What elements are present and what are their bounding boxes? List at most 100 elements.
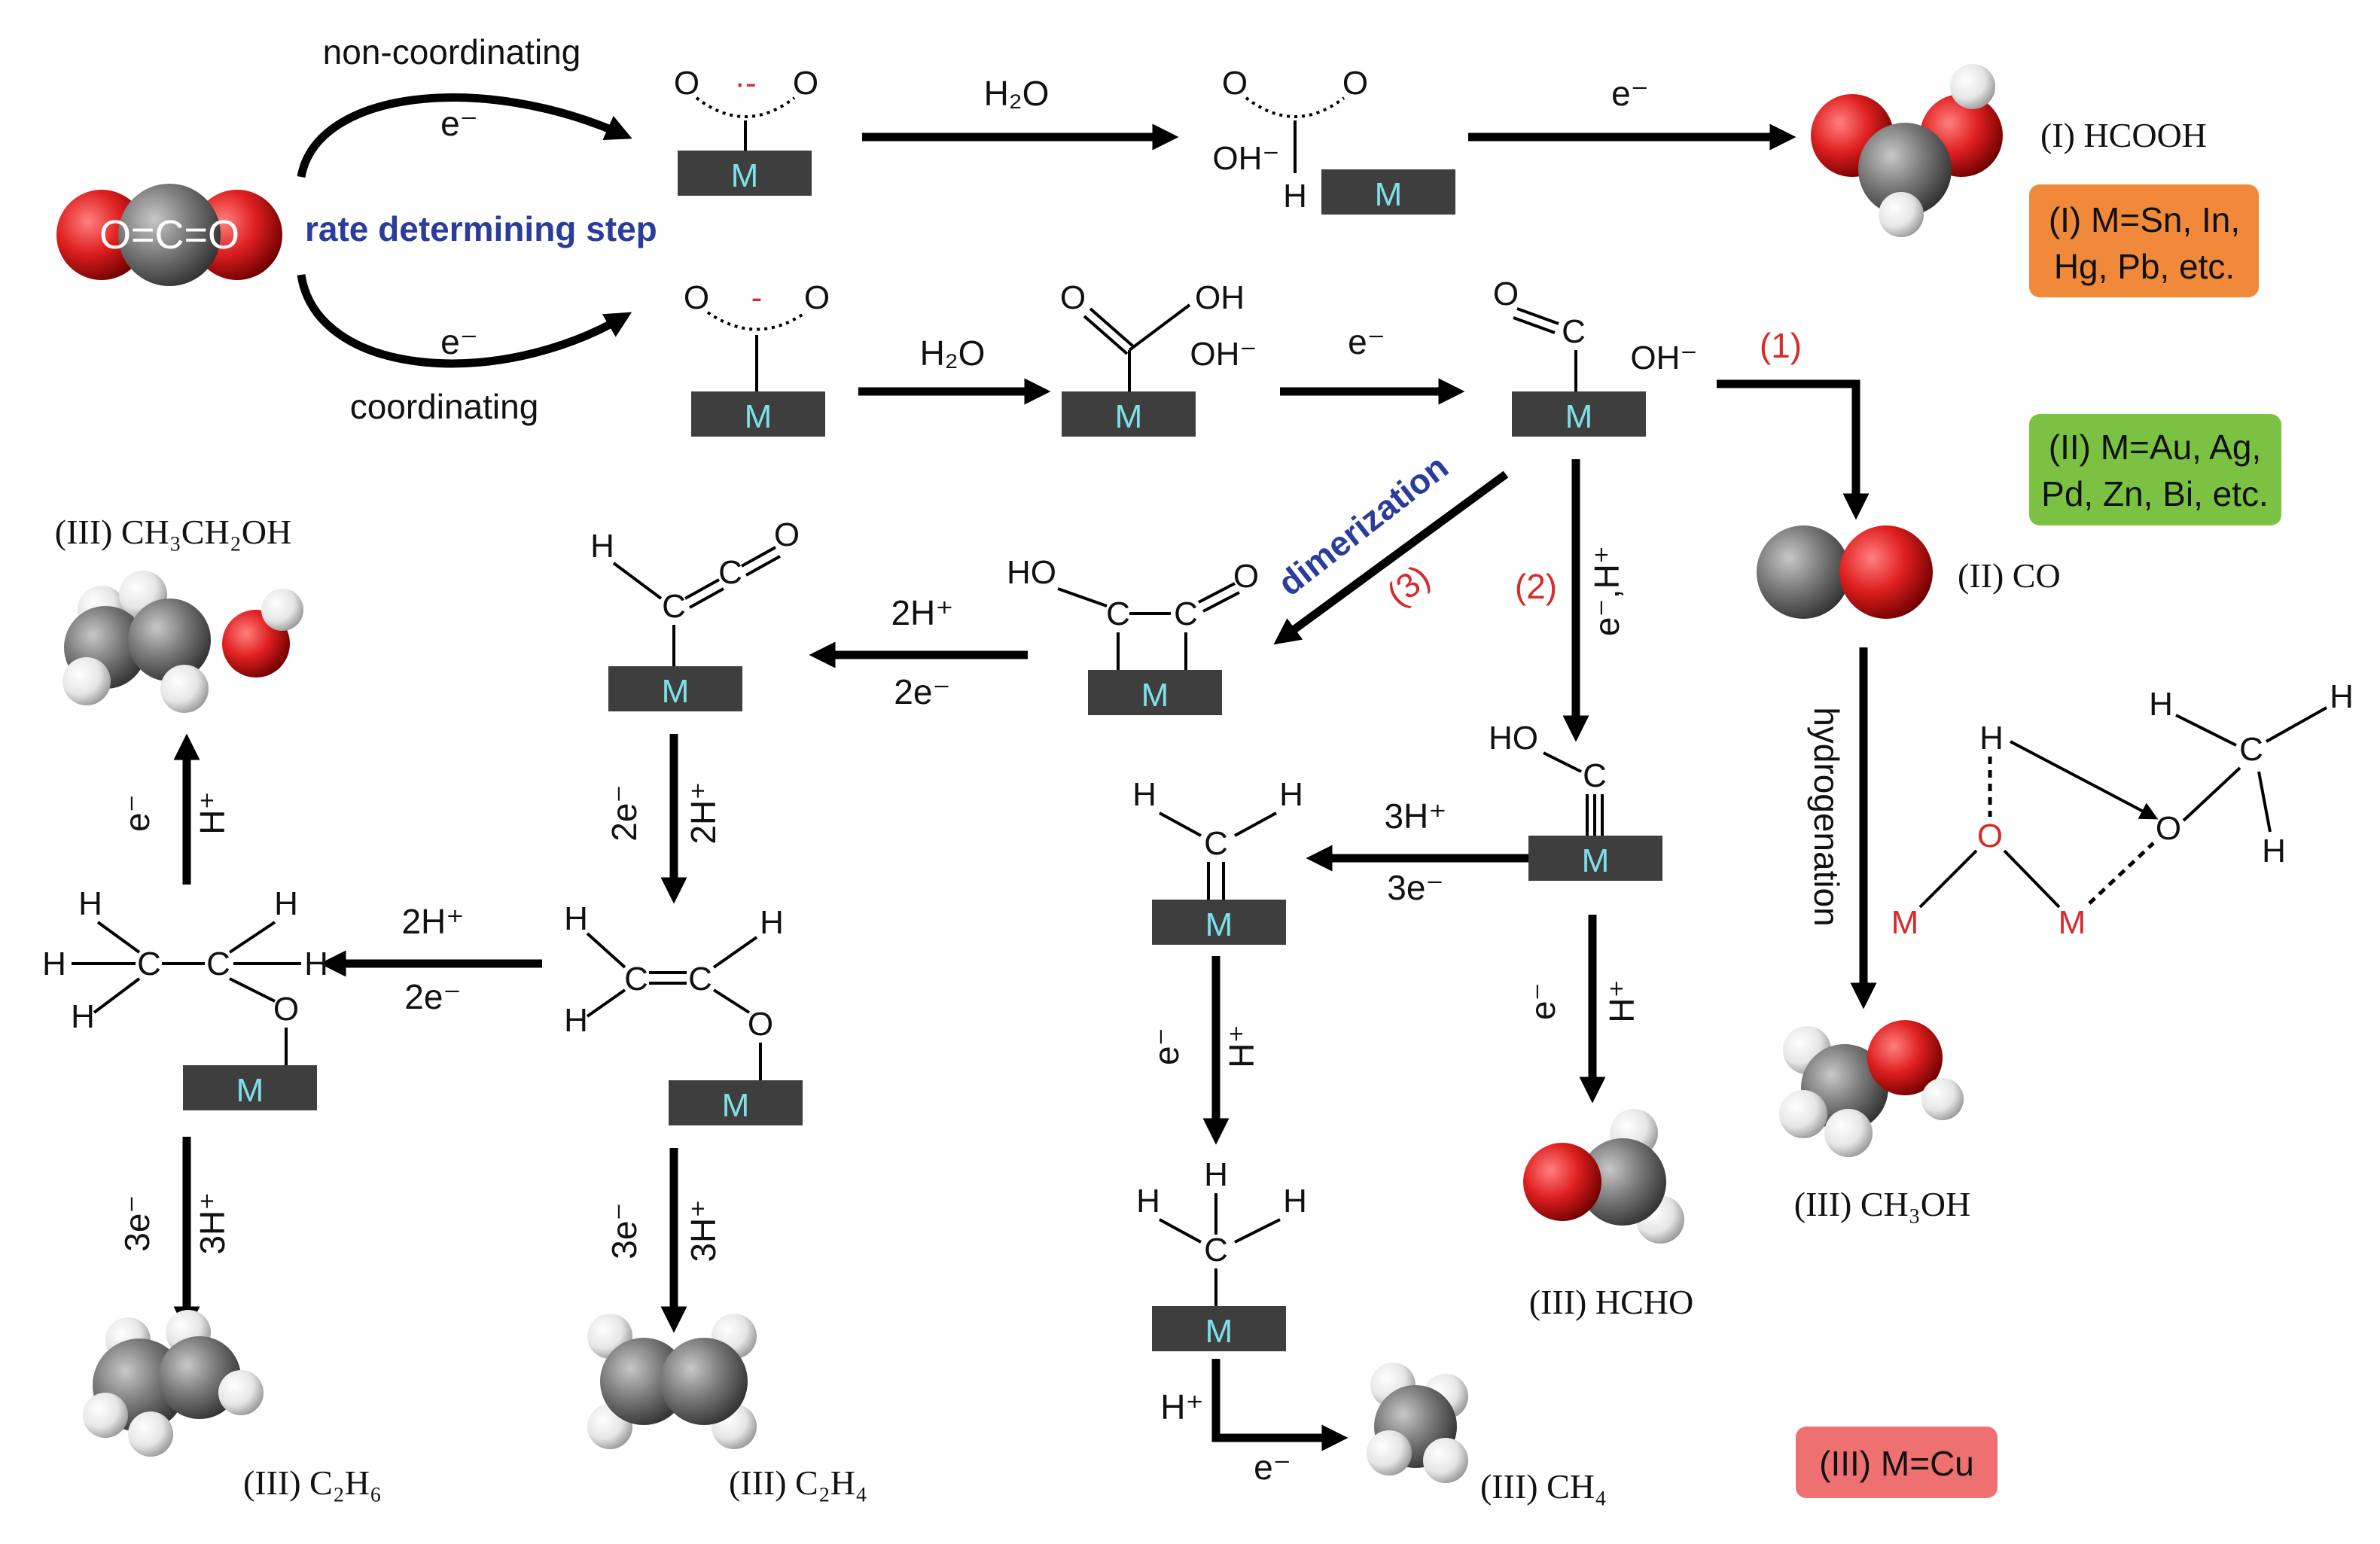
- svg-text:H⁺: H⁺: [193, 791, 232, 835]
- intermediate-ch3: M H H H C: [1136, 1156, 1307, 1351]
- svg-text:C: C: [2239, 731, 2263, 768]
- e-h-label-path2: e⁻,H⁺: [1587, 546, 1626, 636]
- svg-text:M: M: [1205, 906, 1233, 943]
- svg-text:3H⁺: 3H⁺: [684, 1199, 723, 1262]
- svg-text:O: O: [1060, 279, 1086, 316]
- arrow-dimerization: [1273, 471, 1509, 645]
- ch3ch2oh-molecule: [62, 571, 303, 713]
- e-label-top: e⁻: [440, 104, 478, 143]
- coordinating-arrow: [297, 274, 632, 368]
- svg-text:H: H: [1283, 178, 1307, 215]
- svg-text:M: M: [1891, 904, 1919, 941]
- svg-text:C: C: [1204, 825, 1228, 862]
- svg-text:C: C: [1204, 1232, 1228, 1268]
- svg-text:Hg, Pb, etc.: Hg, Pb, etc.: [2054, 247, 2235, 286]
- svg-text:-: -: [751, 279, 763, 316]
- hydrogenation-mechanism: H O M M O C H H H: [1891, 678, 2354, 941]
- svg-text:O: O: [1493, 276, 1519, 312]
- svg-text:C: C: [1562, 313, 1586, 350]
- coordinating-label: coordinating: [350, 387, 539, 426]
- svg-text:C: C: [206, 946, 230, 982]
- svg-text:H: H: [1283, 1183, 1307, 1220]
- e-label-row2: e⁻: [1348, 322, 1385, 361]
- svg-text:H: H: [2149, 686, 2173, 723]
- e-label-bottom: e⁻: [440, 322, 478, 361]
- svg-text:H: H: [564, 1002, 588, 1039]
- svg-text:O: O: [1342, 65, 1368, 102]
- svg-text:H: H: [304, 946, 328, 982]
- svg-text:Pd, Zn, Bi, etc.: Pd, Zn, Bi, etc.: [2041, 474, 2269, 513]
- c2h6-label: (III) C₂H₆: [243, 1463, 382, 1502]
- svg-text:M: M: [1115, 398, 1143, 435]
- intermediate-ketene: M H C C O: [590, 516, 800, 711]
- intermediate-co2-radical-noncoord: M O O ·-: [674, 65, 818, 196]
- hcho-molecule: [1523, 1109, 1684, 1244]
- non-coordinating-label: non-coordinating: [323, 32, 581, 72]
- svg-text:OH: OH: [1195, 279, 1245, 316]
- svg-text:M: M: [722, 1087, 750, 1124]
- svg-text:O: O: [804, 279, 830, 316]
- e-label-hcooh: e⁻: [1611, 74, 1649, 113]
- svg-text:H: H: [590, 528, 614, 565]
- hcooh-label: (I) HCOOH: [2040, 116, 2207, 154]
- svg-text:O: O: [684, 279, 709, 316]
- group2-metal-box: (II) M=Au, Ag, Pd, Zn, Bi, etc.: [2029, 414, 2281, 525]
- svg-text:H: H: [78, 885, 102, 922]
- non-coordinating-arrow: [297, 93, 632, 178]
- intermediate-hoccо: M HO C C O: [1007, 554, 1259, 715]
- svg-text:C: C: [624, 961, 648, 997]
- svg-text:C: C: [137, 946, 161, 982]
- co-label: (II) CO: [1958, 556, 2061, 595]
- svg-text:H: H: [1279, 776, 1303, 813]
- ch4-molecule: [1367, 1363, 1468, 1483]
- svg-text:HO: HO: [1489, 720, 1538, 757]
- svg-text:M: M: [1375, 176, 1403, 213]
- svg-text:2H⁺: 2H⁺: [401, 902, 464, 941]
- svg-text:2e⁻: 2e⁻: [894, 672, 950, 711]
- svg-text:OH⁻: OH⁻: [1630, 340, 1697, 376]
- rate-determining-step-label: rate determining step: [305, 209, 657, 248]
- svg-text:O: O: [748, 1006, 773, 1043]
- svg-text:H: H: [760, 904, 784, 941]
- c2h4-label: (III) C₂H₄: [729, 1463, 867, 1502]
- arrow-ch4: [1211, 1359, 1348, 1451]
- svg-text:O: O: [273, 991, 299, 1028]
- svg-text:H: H: [274, 885, 298, 922]
- svg-text:M: M: [745, 398, 773, 435]
- svg-text:M: M: [662, 673, 690, 710]
- intermediate-vinyloxy: M H H C C H O: [564, 900, 803, 1125]
- intermediate-co-adsorbed: M O C OH⁻: [1493, 276, 1698, 437]
- svg-text:H⁺: H⁺: [1160, 1387, 1204, 1427]
- svg-text:M: M: [731, 157, 759, 194]
- svg-text:O: O: [2156, 810, 2181, 847]
- ch4-label: (III) CH₄: [1480, 1467, 1607, 1506]
- svg-text:(II) M=Au, Ag,: (II) M=Au, Ag,: [2049, 428, 2262, 467]
- svg-text:C: C: [1174, 595, 1198, 632]
- ch3ch2oh-label: (III) CH₃CH₂OH: [55, 513, 291, 551]
- hydrogenation-label: hydrogenation: [1807, 707, 1846, 927]
- svg-text:H⁺: H⁺: [1222, 1025, 1261, 1068]
- svg-text:H⁺: H⁺: [1602, 979, 1641, 1023]
- svg-text:C: C: [718, 554, 742, 591]
- svg-text:3e⁻: 3e⁻: [605, 1202, 644, 1259]
- svg-text:H: H: [2330, 678, 2354, 715]
- svg-text:H: H: [1204, 1156, 1228, 1193]
- intermediate-ch2: M H H C: [1132, 776, 1303, 945]
- svg-text:e⁻: e⁻: [1254, 1448, 1291, 1487]
- svg-text:H: H: [1136, 1183, 1160, 1220]
- intermediate-co2-radical-coord: M O O -: [684, 279, 830, 437]
- c2h6-molecule: [83, 1310, 264, 1457]
- svg-text:H: H: [71, 998, 95, 1035]
- arrow-path1: [1717, 379, 1870, 520]
- svg-text:O: O: [793, 65, 818, 102]
- svg-text:O: O: [1233, 558, 1259, 595]
- svg-text:C: C: [688, 961, 712, 997]
- svg-text:2e⁻: 2e⁻: [605, 784, 644, 841]
- co2-molecule: O=C=O: [56, 184, 282, 286]
- svg-text:H: H: [42, 946, 66, 982]
- intermediate-coh: M HO C: [1489, 720, 1662, 881]
- svg-text:H: H: [564, 900, 588, 937]
- svg-text:OH⁻: OH⁻: [1212, 140, 1279, 177]
- group1-metal-box: (I) M=Sn, In, Hg, Pb, etc.: [2029, 184, 2259, 297]
